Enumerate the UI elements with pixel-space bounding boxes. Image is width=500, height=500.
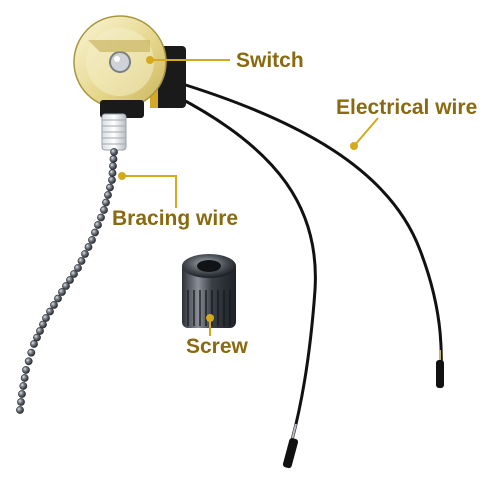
chain-bead: [110, 148, 118, 156]
chain-bead: [104, 191, 112, 199]
chain-bead: [36, 327, 44, 335]
leader-lines: [122, 59, 379, 336]
chain-bead: [24, 357, 33, 366]
pull-chain-switch-icon: [73, 15, 186, 151]
chain-bead: [74, 264, 82, 272]
chain-bead: [50, 301, 58, 309]
chain-bead: [94, 221, 102, 229]
chain-bead: [84, 243, 93, 251]
knurled-screw-cap-icon: [182, 254, 236, 328]
bracing-wire-leader: [122, 175, 177, 208]
chain-bead: [70, 270, 78, 278]
chain-bead: [100, 206, 108, 214]
bracing-wire-dot: [118, 172, 126, 180]
electrical-wire-dot: [350, 142, 358, 150]
chain-bead: [88, 236, 96, 244]
chain-bead: [109, 155, 118, 163]
electrical-wire-icon: [175, 80, 444, 469]
screw-dot: [206, 314, 214, 322]
chain-bead: [18, 390, 26, 398]
chain-bead: [19, 382, 28, 390]
chain-bead: [97, 213, 105, 222]
bead-chain-icon: [16, 148, 118, 414]
chain-bead: [77, 257, 86, 265]
chain-bead: [108, 169, 117, 177]
electrical-wire-leader: [353, 117, 379, 147]
chain-bead: [106, 183, 114, 192]
switch-label: Switch: [236, 49, 304, 72]
chain-bead: [27, 348, 36, 357]
chain-bead: [42, 314, 50, 322]
chain-bead: [33, 333, 41, 342]
bracing-wire-label: Bracing wire: [112, 207, 239, 230]
chain-bead: [58, 288, 66, 296]
chain-bead: [109, 162, 117, 170]
chain-bead: [81, 250, 89, 258]
electrical-wire-label: Electrical wire: [336, 96, 478, 119]
chain-bead: [30, 340, 38, 348]
screw-label: Screw: [186, 335, 248, 358]
chain-bead: [66, 276, 74, 284]
chain-bead: [108, 176, 116, 184]
switch-dot: [146, 56, 154, 64]
chain-bead: [16, 406, 24, 414]
leader-dots: [118, 56, 358, 322]
chain-bead: [46, 307, 54, 316]
chain-bead: [22, 366, 30, 374]
chain-bead: [91, 228, 99, 237]
chain-bead: [39, 320, 47, 329]
chain-bead: [102, 198, 110, 207]
chain-bead: [54, 294, 62, 303]
chain-bead: [20, 374, 29, 382]
chain-bead: [62, 282, 70, 290]
chain-bead: [17, 398, 25, 406]
